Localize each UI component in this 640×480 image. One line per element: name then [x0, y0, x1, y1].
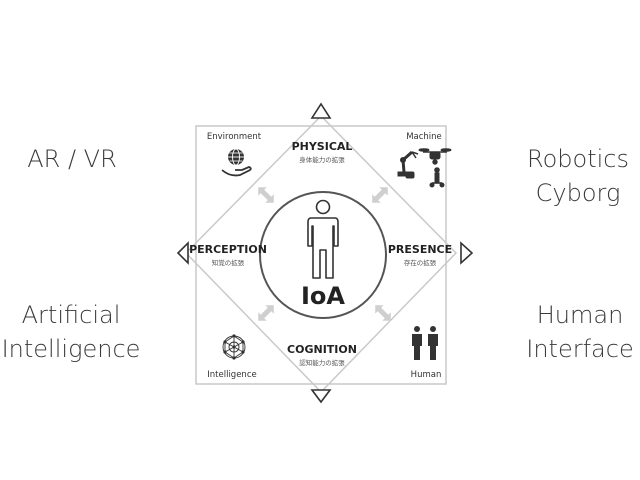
presence-title: PRESENCE [388, 243, 452, 256]
cognition-subtitle: 認知能力の拡張 [299, 358, 345, 367]
corner-machine-label: Machine [406, 132, 442, 142]
bottom-triangle [310, 389, 332, 404]
arrow-bottom-right [375, 305, 391, 321]
label-ar-vr: AR / VR [27, 145, 117, 173]
cognition-title: COGNITION [287, 343, 357, 356]
top-triangle [310, 102, 332, 119]
perception-subtitle: 知覚の拡張 [212, 258, 245, 267]
perception-title: PERCEPTION [189, 243, 267, 256]
person-icon [307, 199, 339, 279]
arrow-top-left [258, 187, 274, 203]
center-title: IoA [301, 282, 345, 310]
arrow-bottom-left [258, 305, 274, 321]
two-people-icon [412, 326, 438, 360]
physical-title: PHYSICAL [292, 140, 353, 153]
network-sphere-icon [222, 334, 246, 360]
presence-subtitle: 存在の拡張 [404, 258, 437, 267]
robot-arm-drone-icon [397, 148, 452, 188]
corner-intelligence-label: Intelligence [207, 370, 256, 380]
arrow-top-right [372, 187, 388, 203]
label-artificial-intelligence: Artificial Intelligence [1, 301, 141, 363]
center-circle [259, 191, 387, 319]
label-human-interface: Human Interface [526, 301, 634, 363]
outer-square [195, 125, 447, 385]
arrows [258, 187, 391, 321]
corner-human-label: Human [411, 370, 442, 380]
corner-environment-label: Environment [207, 132, 262, 142]
physical-subtitle: 身体能力の拡張 [299, 155, 345, 164]
globe-in-hand-icon [221, 148, 252, 177]
left-triangle [176, 241, 189, 265]
right-triangle [460, 241, 474, 265]
label-robotics-cyborg: Robotics Cyborg [527, 145, 629, 207]
